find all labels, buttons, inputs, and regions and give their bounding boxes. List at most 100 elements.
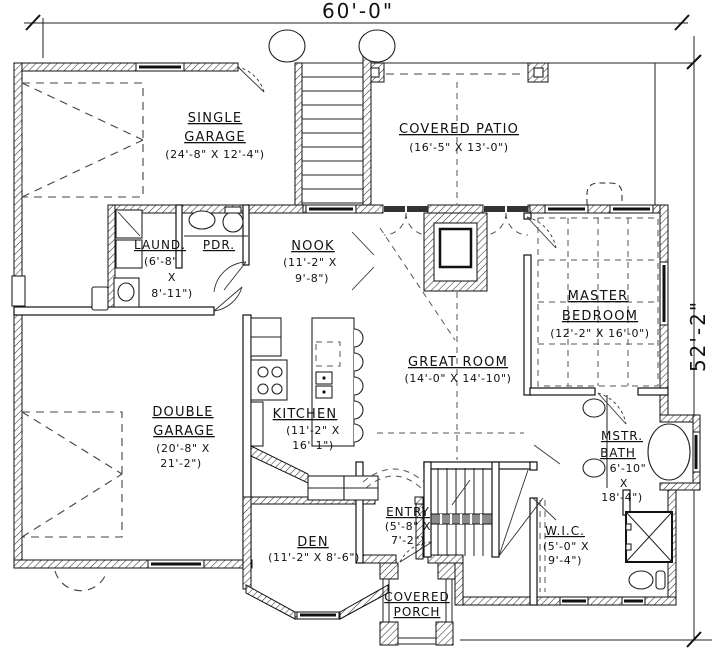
svg-text:6'-10": 6'-10" [610, 462, 647, 475]
room-label-nook: NOOK (11'-2" X 9'-8") [283, 239, 337, 285]
ceiling-lines [377, 217, 659, 460]
shrub-icon [54, 570, 108, 592]
bar-stools [353, 328, 364, 443]
powder-fixtures [184, 206, 248, 237]
svg-text:LAUND.: LAUND. [134, 238, 186, 252]
svg-text:(14'-0" X 14'-10"): (14'-0" X 14'-10") [404, 372, 511, 385]
interior-stairs [362, 468, 544, 557]
interior-walls [175, 204, 669, 606]
room-label-kitchen: KITCHEN (11'-2" X 16'-1") [273, 407, 340, 452]
svg-text:9'-8"): 9'-8") [295, 272, 329, 285]
window [621, 596, 646, 606]
svg-text:21'-2"): 21'-2") [160, 457, 202, 470]
room-label-single-garage: SINGLE GARAGE (24'-8" X 12'-4") [165, 111, 264, 161]
exterior-stairs [268, 29, 396, 214]
svg-text:GREAT ROOM: GREAT ROOM [408, 355, 508, 370]
room-label-covered-porch: COVERED PORCH [384, 590, 450, 619]
master-bath-fixtures [582, 398, 691, 590]
svg-text:16'-1"): 16'-1") [292, 439, 334, 452]
window [147, 559, 205, 569]
svg-text:MSTR.: MSTR. [601, 429, 643, 443]
window [544, 204, 589, 214]
svg-text:DEN: DEN [297, 535, 329, 550]
bathtub-icon [647, 423, 691, 481]
svg-text:(24'-8" X 12'-4"): (24'-8" X 12'-4") [165, 148, 264, 161]
svg-text:(16'-5" X 13'-0"): (16'-5" X 13'-0") [409, 141, 508, 154]
window [135, 62, 185, 72]
svg-text:PORCH: PORCH [394, 605, 441, 619]
svg-text:X: X [620, 477, 628, 490]
svg-text:KITCHEN: KITCHEN [273, 407, 338, 422]
room-label-den: DEN (11'-2" X 8'-6") [268, 535, 360, 564]
kitchen-fixtures [250, 317, 379, 501]
svg-text:9'-4"): 9'-4") [548, 554, 582, 567]
room-labels: SINGLE GARAGE (24'-8" X 12'-4") COVERED … [134, 111, 649, 619]
room-label-powder: PDR. [203, 238, 235, 252]
window [559, 596, 589, 606]
overall-width-dimension: 60'-0" [322, 0, 394, 23]
room-label-entry: ENTRY (5'-8" X 7'-2") [385, 505, 431, 547]
svg-text:(5'-8" X: (5'-8" X [385, 520, 431, 533]
sink-icon [582, 458, 606, 478]
overall-depth-dimension: 52'-2" [686, 300, 710, 372]
room-label-laundry: LAUND. (6'-8" X 8'-11") [134, 238, 193, 300]
cooktop-icon [250, 359, 288, 401]
room-label-wic: W.I.C. (5'-0" X 9'-4") [543, 524, 589, 567]
sink-icon [582, 398, 606, 418]
sink-icon [188, 210, 216, 230]
svg-text:18'-4"): 18'-4") [601, 491, 643, 504]
svg-text:(12'-2" X 16'-0"): (12'-2" X 16'-0") [550, 327, 649, 340]
svg-text:COVERED PATIO: COVERED PATIO [399, 122, 519, 137]
svg-text:MASTER: MASTER [568, 289, 629, 304]
covered-porch-structure [379, 562, 456, 646]
svg-text:BEDROOM: BEDROOM [562, 309, 638, 324]
wic-fixtures [539, 500, 546, 592]
window [609, 204, 654, 214]
svg-text:DOUBLE: DOUBLE [152, 405, 213, 420]
toilet-icon [628, 570, 654, 590]
svg-text:7'-2"): 7'-2") [391, 534, 425, 547]
svg-text:BATH: BATH [600, 446, 636, 460]
window [296, 611, 340, 620]
room-label-master-bath: MSTR. BATH 6'-10" X 18'-4") [600, 429, 646, 504]
exterior-walls [11, 62, 701, 620]
svg-text:(11'-2" X: (11'-2" X [286, 424, 340, 437]
room-label-great-room: GREAT ROOM (14'-0" X 14'-10") [404, 355, 511, 385]
dimension-annotations: 60'-0" 52'-2" [24, 0, 712, 648]
shrub-icon [358, 29, 396, 63]
svg-text:8'-11"): 8'-11") [151, 287, 193, 300]
svg-text:(5'-0" X: (5'-0" X [543, 540, 589, 553]
door-swings [213, 66, 627, 563]
svg-text:COVERED: COVERED [384, 590, 450, 604]
shower-icon [625, 511, 673, 563]
shrub-icon [268, 29, 306, 63]
svg-text:GARAGE: GARAGE [184, 130, 246, 145]
toilet-icon [222, 211, 244, 233]
room-label-double-garage: DOUBLE GARAGE (20'-8" X 21'-2") [152, 405, 215, 470]
master-ceiling-grid [537, 217, 659, 387]
svg-text:NOOK: NOOK [291, 239, 335, 254]
svg-text:X: X [168, 271, 176, 284]
window [305, 204, 357, 214]
svg-text:GARAGE: GARAGE [153, 424, 215, 439]
windows [135, 62, 701, 620]
svg-text:W.I.C.: W.I.C. [545, 524, 585, 538]
room-label-covered-patio: COVERED PATIO (16'-5" X 13'-0") [399, 122, 519, 154]
window [692, 431, 701, 473]
utility-sink-icon [91, 286, 109, 311]
laundry-fixtures [91, 209, 143, 311]
svg-text:PDR.: PDR. [203, 238, 235, 252]
window [659, 261, 669, 326]
svg-text:(11'-2" X: (11'-2" X [283, 256, 337, 269]
svg-text:(6'-8": (6'-8" [144, 255, 178, 268]
fireplace [423, 212, 488, 292]
dryer-icon [115, 239, 143, 269]
landscape-shrubs [54, 182, 623, 592]
svg-text:ENTRY: ENTRY [386, 505, 430, 519]
svg-text:(11'-2" X 8'-6"): (11'-2" X 8'-6") [268, 551, 360, 564]
room-label-master-bedroom: MASTER BEDROOM (12'-2" X 16'-0") [550, 289, 649, 340]
svg-text:(20'-8" X: (20'-8" X [156, 442, 210, 455]
patio-doors [383, 206, 529, 236]
